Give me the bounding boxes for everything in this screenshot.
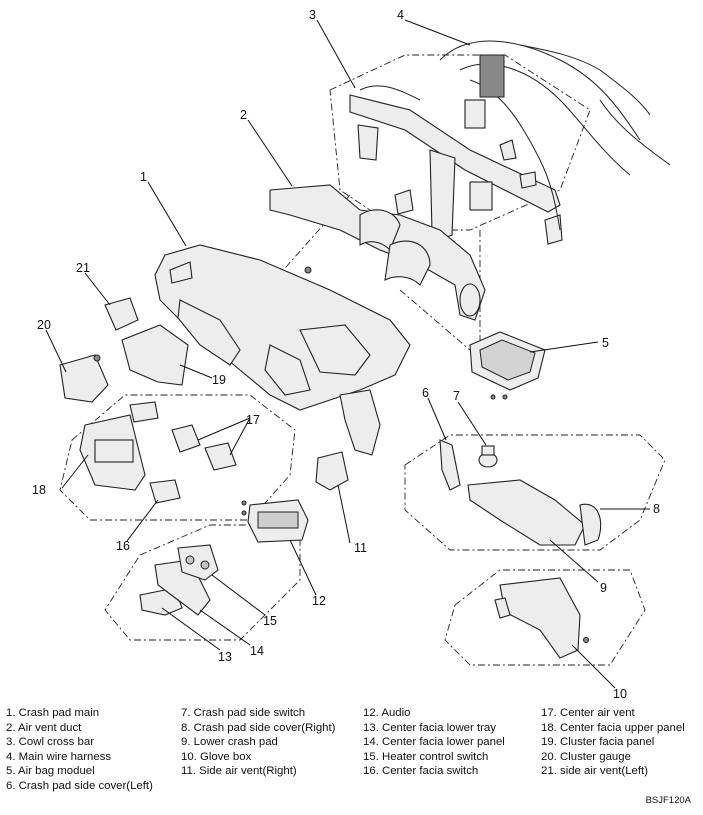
callout-15: 15: [263, 614, 277, 628]
legend-item: 3. Cowl cross bar: [6, 736, 94, 749]
callout-10: 10: [613, 687, 627, 700]
air-bag-module: [469, 331, 546, 391]
legend-column-2: 7. Crash pad side switch 8. Crash pad si…: [181, 706, 335, 779]
legend-item: 18. Center facia upper panel: [541, 721, 685, 734]
crash-pad-side-cover-left: [439, 439, 461, 491]
legend-item: 21. side air vent(Left): [541, 765, 648, 778]
figure-code: BSJF120A: [645, 795, 691, 806]
legend-item: 1. Crash pad main: [6, 707, 100, 719]
lower-crash-pad: [467, 479, 586, 546]
callout-4: 4: [397, 8, 404, 22]
legend-item: 2. Air vent duct: [6, 721, 82, 734]
callout-17: 17: [246, 413, 260, 427]
cluster-gauge: [59, 354, 109, 403]
center-facia-switch: [149, 479, 181, 504]
side-air-vent-left: [104, 297, 139, 331]
callout-7: 7: [453, 389, 460, 403]
glove-box: [494, 577, 581, 659]
heater-control-switch: [177, 544, 219, 581]
callout-8: 8: [653, 502, 660, 516]
callout-labels: 1 2 3 4 5 6 7 8 9 10 11 12 13 14 15 16 1…: [32, 8, 660, 700]
side-air-vent-right: [315, 451, 349, 491]
legend-item: 6. Crash pad side cover(Left): [6, 779, 153, 792]
callout-19: 19: [212, 373, 226, 387]
legend-item: 7. Crash pad side switch: [181, 707, 306, 719]
callout-5: 5: [602, 336, 609, 350]
legend-item: 11. Side air vent(Right): [181, 765, 297, 778]
callout-1: 1: [140, 170, 147, 184]
crash-pad-side-switch: [478, 445, 498, 468]
center-air-vent: [129, 401, 237, 471]
legend-item: 14. Center facia lower panel: [363, 736, 505, 749]
callout-20: 20: [37, 318, 51, 332]
legend-item: 20. Cluster gauge: [541, 750, 631, 763]
cluster-facia-panel: [121, 324, 189, 386]
fasteners: [93, 266, 589, 643]
main-wire-harness: [359, 40, 671, 231]
legend-item: 16. Center facia switch: [363, 765, 479, 778]
callout-9: 9: [600, 581, 607, 595]
cowl-cross-bar: [349, 94, 563, 245]
legend-item: 19. Cluster facia panel: [541, 736, 655, 749]
crash-pad-main: [154, 244, 411, 456]
legend-item: 9. Lower crash pad: [181, 736, 278, 749]
callout-12: 12: [312, 594, 326, 608]
legend-item: 17. Center air vent: [541, 707, 635, 719]
callout-18: 18: [32, 483, 46, 497]
legend-item: 8. Crash pad side cover(Right): [181, 721, 336, 734]
callout-2: 2: [240, 108, 247, 122]
leader-lines: [45, 19, 650, 689]
legend-item: 4. Main wire harness: [6, 750, 112, 763]
callout-16: 16: [116, 539, 130, 553]
callout-11: 11: [354, 541, 367, 555]
legend-item: 15. Heater control switch: [363, 750, 489, 763]
legend-column-4: 17. Center air vent 18. Center facia upp…: [541, 706, 685, 779]
legend-column-1: 1. Crash pad main 2. Air vent duct 3. Co…: [6, 706, 153, 794]
crash-pad-side-cover-right: [579, 503, 602, 546]
legend-item: 10. Glove box: [181, 750, 252, 763]
air-vent-duct: [269, 184, 486, 321]
legend-item: 13. Center facia lower tray: [363, 721, 496, 734]
callout-6: 6: [422, 386, 429, 400]
legend-item: 5. Air bag moduel: [6, 765, 95, 778]
center-facia-upper-panel: [79, 414, 146, 491]
callout-14: 14: [250, 644, 264, 658]
callout-13: 13: [218, 650, 232, 664]
exploded-parts-diagram: 1 2 3 4 5 6 7 8 9 10 11 12 13 14 15 16 1…: [32, 8, 671, 700]
legend-column-3: 12. Audio 13. Center facia lower tray 14…: [363, 706, 505, 779]
callout-3: 3: [309, 8, 316, 22]
audio-unit: [247, 499, 309, 543]
legend-item: 12. Audio: [363, 707, 411, 719]
callout-21: 21: [76, 261, 90, 275]
